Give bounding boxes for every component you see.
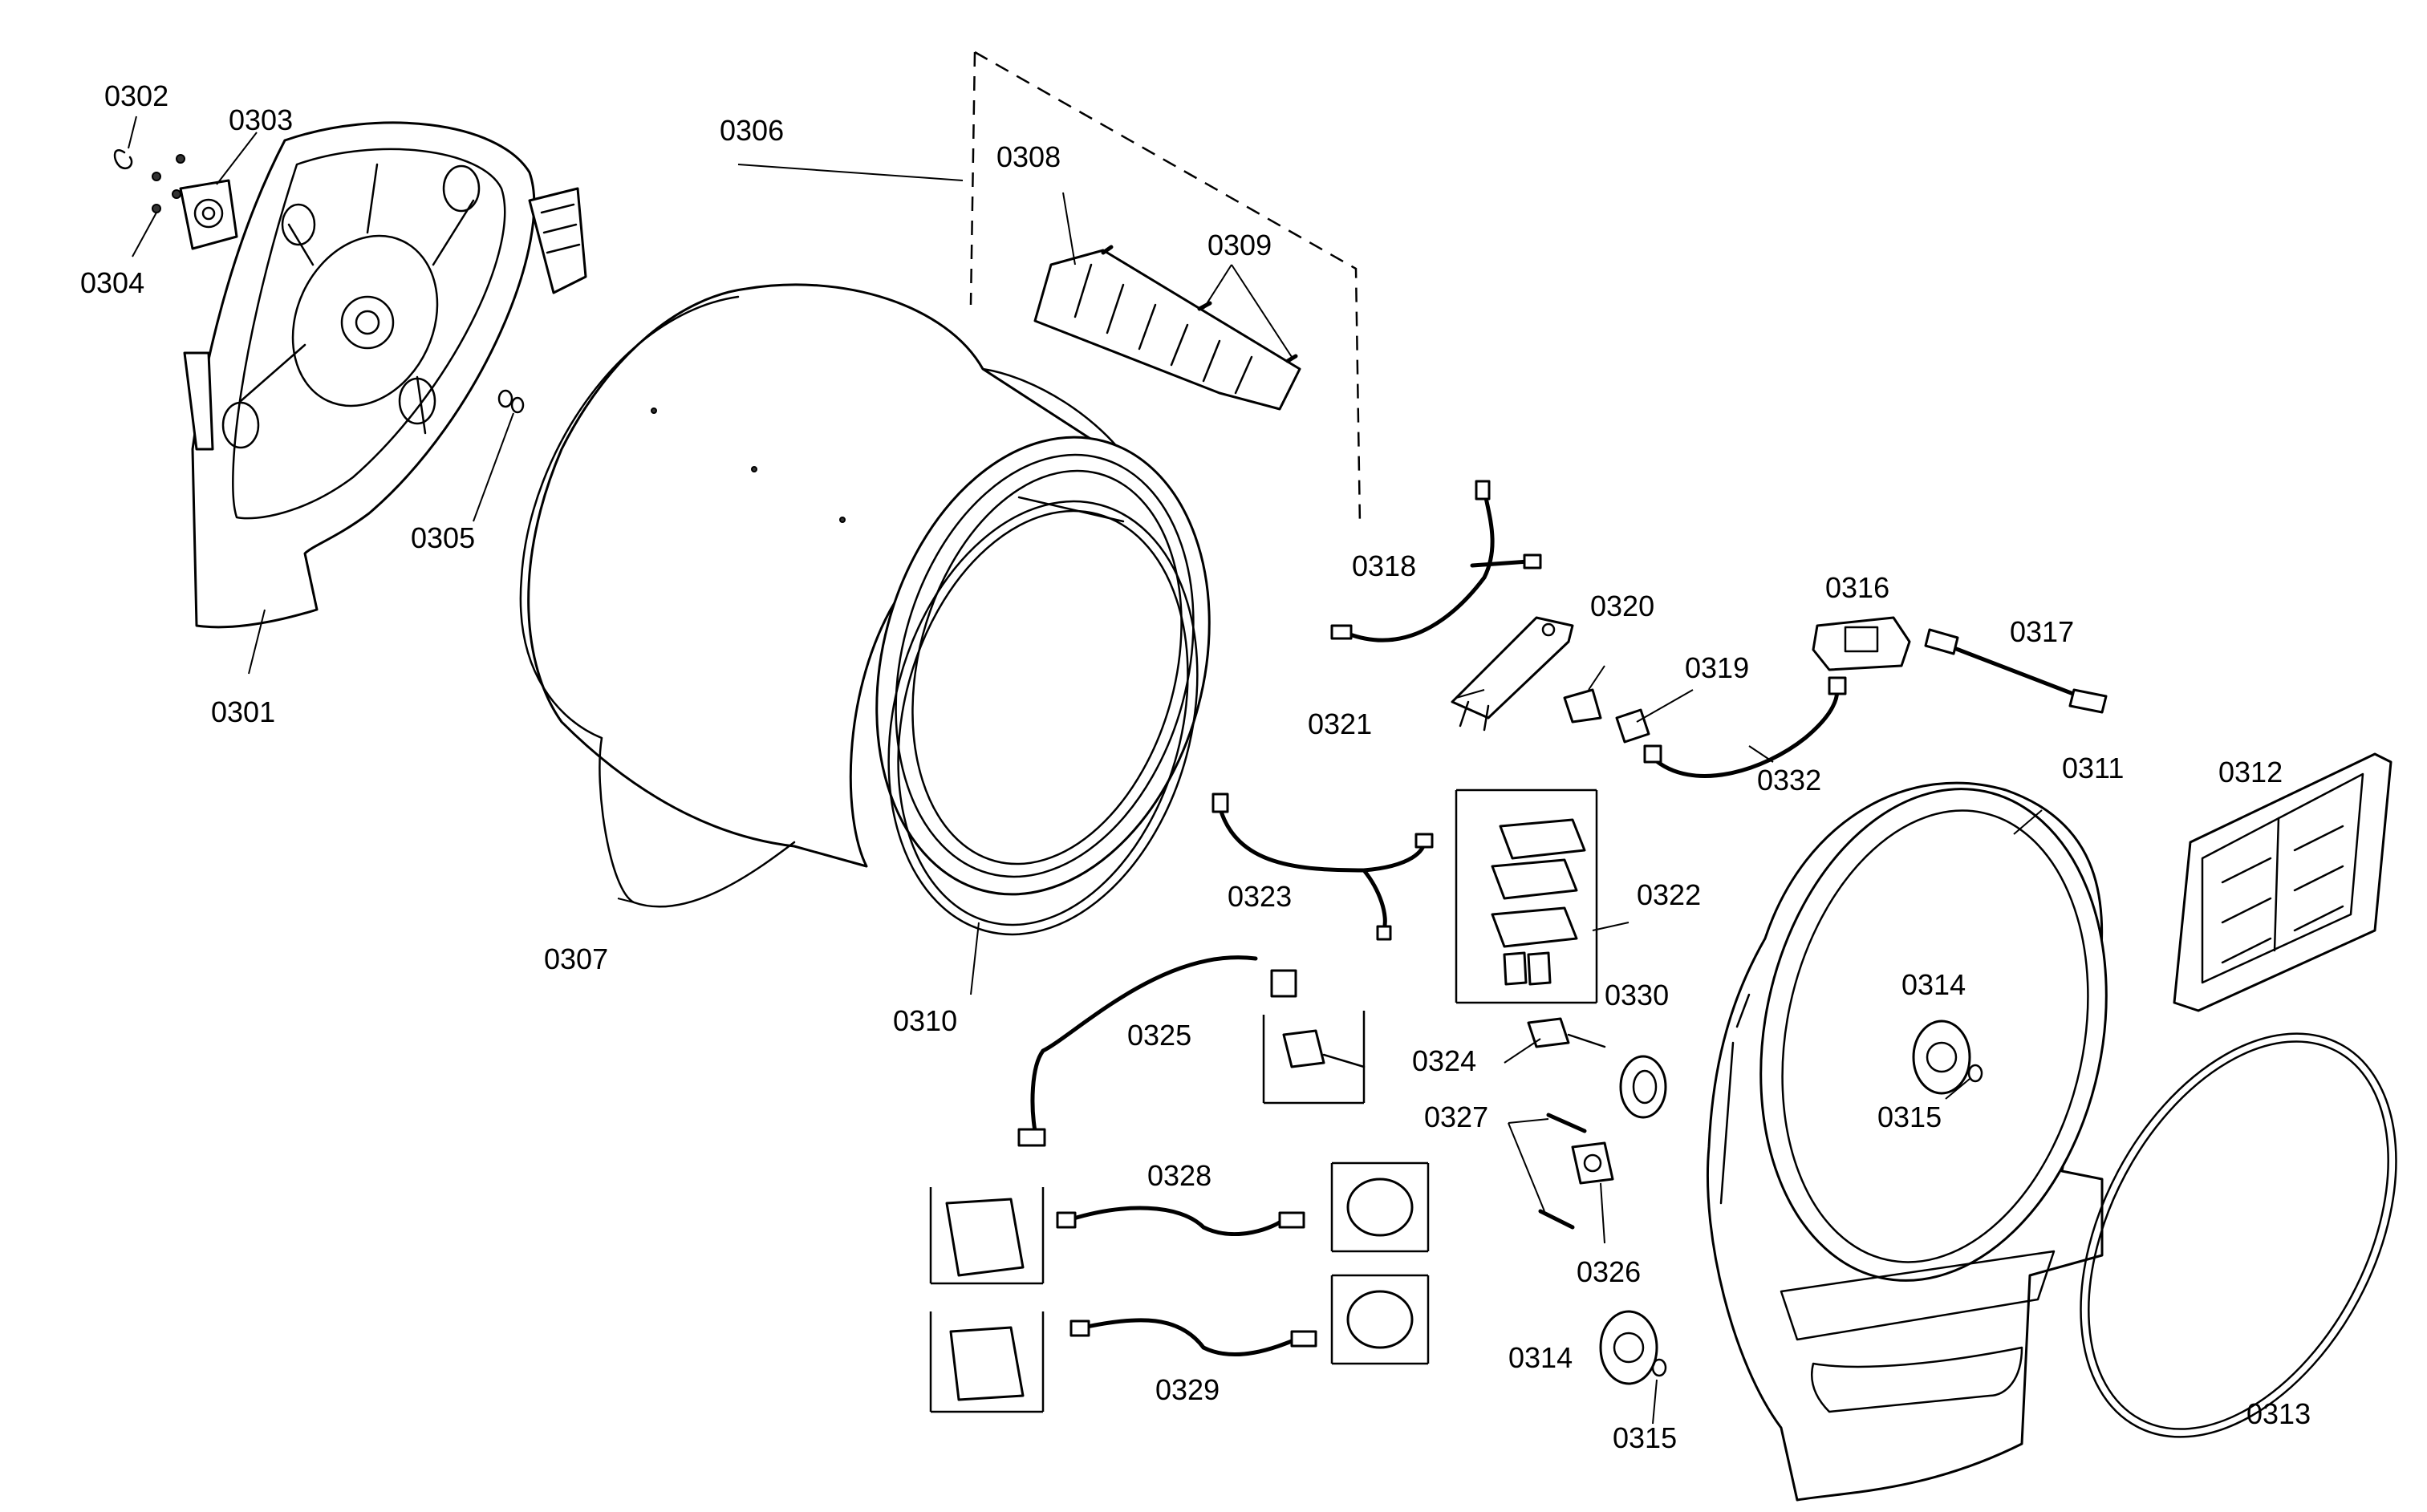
- component-frame-0329-left[interactable]: [929, 1311, 1045, 1413]
- label-0330: 0330: [1605, 979, 1669, 1011]
- cable-0317[interactable]: [1924, 628, 2108, 714]
- leader-lines: [128, 116, 2043, 1425]
- label-0307: 0307: [544, 942, 608, 975]
- clip-0302[interactable]: [113, 149, 133, 170]
- part-labels: 0302 0303 0304 0305 0301 0306 0308 0309 …: [80, 79, 2311, 1454]
- label-0322: 0322: [1637, 878, 1701, 911]
- label-0302: 0302: [104, 79, 168, 112]
- roller-0314-upper[interactable]: [1912, 1019, 1971, 1095]
- screws-0327[interactable]: [1538, 1113, 1587, 1230]
- wire-harness-0318[interactable]: [1330, 480, 1542, 642]
- label-0301: 0301: [211, 695, 275, 728]
- label-0326: 0326: [1577, 1255, 1641, 1288]
- label-0309: 0309: [1207, 229, 1272, 261]
- drum-0306[interactable]: [527, 283, 1259, 932]
- wire-harness-0323[interactable]: [1211, 792, 1434, 941]
- label-0315-lower: 0315: [1613, 1421, 1677, 1454]
- label-0304: 0304: [80, 266, 144, 299]
- baffle-group-outline: [969, 51, 1362, 526]
- component-frame-0329-right[interactable]: [1330, 1274, 1430, 1365]
- wire-harness-0332[interactable]: [1643, 676, 1847, 778]
- roller-bracket-0326[interactable]: [1571, 1141, 1614, 1185]
- label-0321: 0321: [1308, 707, 1372, 740]
- front-bulkhead-0311[interactable]: [1706, 756, 2149, 1502]
- clip-0315-upper[interactable]: [1967, 1064, 1983, 1083]
- roller-0330[interactable]: [1619, 1055, 1667, 1119]
- bearing-plate-0303[interactable]: [179, 179, 238, 250]
- label-0320: 0320: [1590, 590, 1654, 622]
- screws-0304[interactable]: [152, 154, 185, 213]
- label-0315-upper: 0315: [1877, 1101, 1942, 1133]
- fuse-0324[interactable]: [1527, 1017, 1606, 1048]
- label-0314-lower: 0314: [1508, 1341, 1573, 1374]
- label-0332: 0332: [1757, 764, 1821, 797]
- lint-filter-0312[interactable]: [2173, 752, 2393, 1012]
- label-0325: 0325: [1127, 1019, 1191, 1052]
- label-0314-upper: 0314: [1901, 968, 1966, 1001]
- washer-0305[interactable]: [497, 389, 525, 414]
- label-0310: 0310: [893, 1004, 957, 1037]
- label-0317: 0317: [2010, 615, 2074, 648]
- wire-harness-0325[interactable]: [1017, 955, 1297, 1147]
- label-0312: 0312: [2218, 756, 2283, 788]
- wire-harness-0328[interactable]: [1056, 1206, 1305, 1236]
- rear-bulkhead-0301[interactable]: [183, 121, 587, 629]
- drum-seal-0307[interactable]: [519, 295, 796, 908]
- label-0323: 0323: [1228, 880, 1292, 913]
- drum-leader-line: [737, 164, 964, 181]
- sensor-frame-0325[interactable]: [1262, 1011, 1366, 1105]
- label-0311: 0311: [2062, 752, 2124, 784]
- wire-harness-0329[interactable]: [1069, 1318, 1317, 1357]
- label-0305: 0305: [411, 521, 475, 554]
- label-0308: 0308: [996, 140, 1061, 173]
- front-seal-0310[interactable]: [842, 466, 1244, 969]
- parts-kit-0322[interactable]: [1455, 788, 1598, 1004]
- baffle-0308[interactable]: [1033, 249, 1301, 411]
- label-0313: 0313: [2246, 1397, 2311, 1430]
- switch-0316[interactable]: [1812, 616, 1911, 671]
- clip-0315-lower[interactable]: [1651, 1358, 1667, 1377]
- sensor-bracket-0321[interactable]: [1451, 616, 1574, 732]
- label-0324: 0324: [1412, 1044, 1476, 1077]
- thermostat-0320[interactable]: [1563, 688, 1602, 724]
- roller-0314-lower[interactable]: [1599, 1310, 1658, 1385]
- label-0316: 0316: [1825, 571, 1889, 604]
- label-0319: 0319: [1685, 651, 1749, 684]
- label-0329: 0329: [1155, 1373, 1220, 1406]
- component-frame-0328-left[interactable]: [929, 1187, 1045, 1285]
- label-0318: 0318: [1352, 549, 1416, 582]
- sensor-0319[interactable]: [1615, 708, 1650, 744]
- drive-belt-0313[interactable]: [2016, 980, 2427, 1490]
- component-frame-0328-right[interactable]: [1330, 1161, 1430, 1253]
- label-0327: 0327: [1424, 1101, 1488, 1133]
- label-0303: 0303: [229, 103, 293, 136]
- label-0306: 0306: [720, 114, 784, 147]
- label-0328: 0328: [1147, 1159, 1211, 1192]
